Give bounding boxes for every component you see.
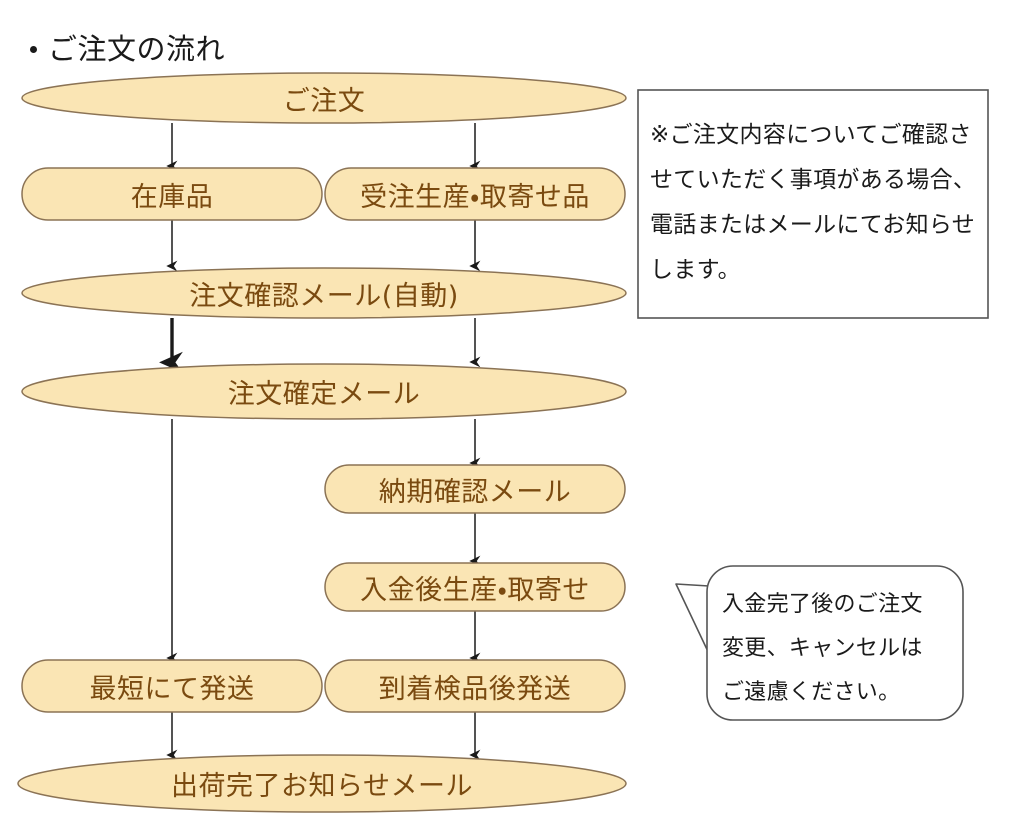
flow-node-made-to-order[interactable] — [324, 167, 626, 221]
flow-node-confirm-final[interactable] — [21, 363, 627, 420]
flow-node-hit-confirm-final[interactable] — [22, 364, 626, 419]
payment-cancel-callout-bubble — [675, 565, 964, 721]
flow-node-in-stock[interactable] — [21, 167, 323, 221]
flow-node-after-payment[interactable] — [324, 562, 626, 612]
flow-node-hit-ship-after-check[interactable] — [325, 660, 625, 712]
page-title-text: ご注文の流れ — [48, 32, 226, 66]
bullet-icon — [30, 45, 37, 53]
callout-body — [706, 565, 964, 721]
flow-node-hit-made-to-order[interactable] — [325, 168, 625, 220]
note-line: します。 — [650, 257, 741, 283]
flow-node-hit-confirm-auto[interactable] — [22, 268, 626, 318]
flow-node-hit-order[interactable] — [22, 73, 626, 123]
flow-node-hit-in-stock[interactable] — [22, 168, 322, 220]
flow-node-hit-shipped-mail[interactable] — [18, 755, 626, 812]
callout-line: 変更、キャンセルは — [722, 636, 923, 661]
flow-node-hit-ship-fastest[interactable] — [22, 660, 322, 712]
payment-cancel-note-text: 入金完了後のご注文変更、キャンセルはご遠慮ください。 — [722, 583, 954, 715]
order-confirmation-note-box — [637, 89, 989, 319]
callout-line: 入金完了後のご注文 — [722, 592, 923, 617]
note-line: 電話またはメールにてお知らせ — [650, 212, 976, 238]
flow-node-hit-after-payment[interactable] — [325, 563, 625, 611]
flow-node-ship-after-check[interactable] — [324, 659, 626, 713]
flow-node-shipped-mail[interactable] — [17, 754, 627, 813]
flow-node-delivery-mail[interactable] — [324, 464, 626, 514]
flow-node-confirm-auto[interactable] — [21, 267, 627, 319]
connectors-layer — [159, 123, 481, 761]
flow-node-ship-fastest[interactable] — [21, 659, 323, 713]
flow-node-order[interactable] — [21, 72, 627, 124]
node-shapes-layer — [17, 72, 627, 813]
note-line: ※ご注文内容についてご確認さ — [650, 122, 972, 148]
order-confirmation-note-text: ※ご注文内容についてご確認させていただく事項がある場合、電話またはメールにてお知… — [650, 113, 1000, 293]
note-line: せていただく事項がある場合、 — [650, 167, 977, 193]
page-title: ご注文の流れ — [30, 26, 225, 68]
flow-node-hit-delivery-mail[interactable] — [325, 465, 625, 513]
callout-line: ご遠慮ください。 — [722, 680, 901, 705]
